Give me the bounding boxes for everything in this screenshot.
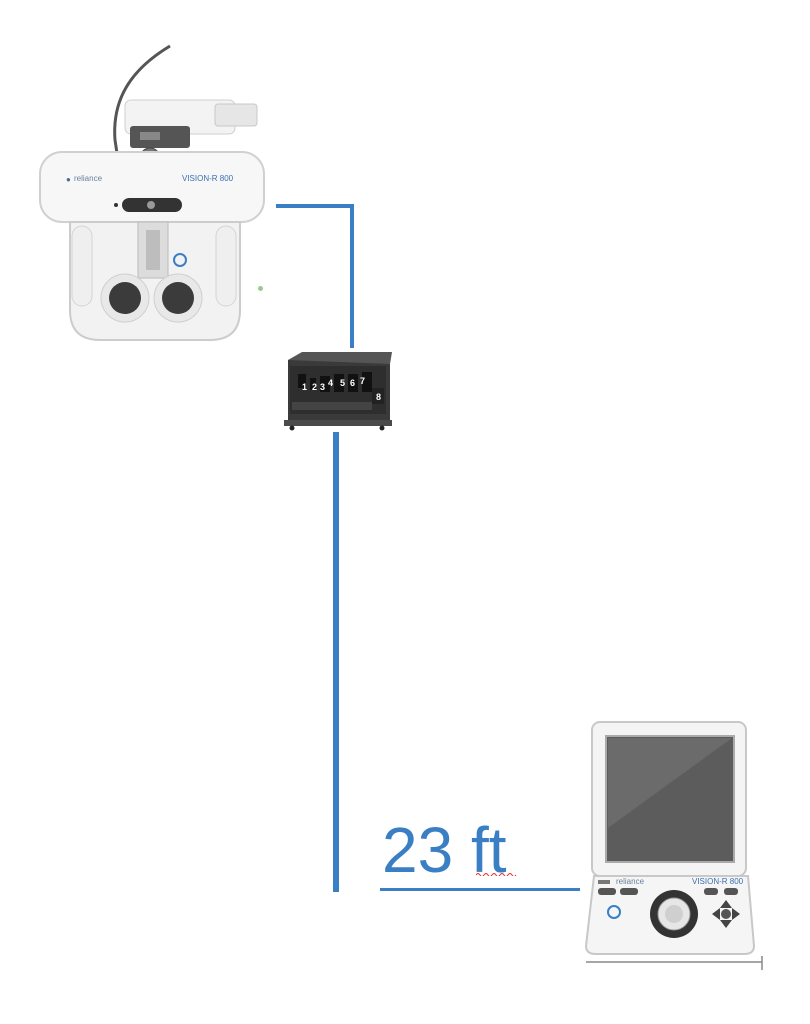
dot-marker bbox=[258, 286, 263, 291]
hub-port-label: 8 bbox=[376, 392, 381, 402]
spellcheck-underline bbox=[476, 873, 517, 876]
hub-port-label: 1 bbox=[302, 382, 307, 392]
svg-text:VISION-R 800: VISION-R 800 bbox=[182, 174, 234, 183]
svg-text:VISION-R 800: VISION-R 800 bbox=[692, 877, 744, 886]
wire-phoropter-horizontal bbox=[276, 204, 354, 208]
distance-line bbox=[380, 888, 580, 891]
hub-port-label: 7 bbox=[360, 376, 365, 386]
svg-text:●: ● bbox=[66, 175, 71, 184]
svg-text:reliance: reliance bbox=[616, 877, 645, 886]
distance-label: 23 ft bbox=[382, 814, 507, 886]
hub-port-label: 5 bbox=[340, 378, 345, 388]
hub-port-label: 3 bbox=[320, 382, 325, 392]
hub-port-label: 2 bbox=[312, 382, 317, 392]
svg-text:reliance: reliance bbox=[74, 174, 103, 183]
hub-port-label: 4 bbox=[328, 378, 333, 388]
wire-phoropter-vertical bbox=[350, 204, 354, 348]
phoropter-head-icon: ● reliance VISION-R 800 bbox=[39, 44, 265, 341]
tablet-controller-icon: reliance VISION-R 800 bbox=[584, 721, 763, 970]
wire-hub-to-controller bbox=[333, 432, 339, 892]
hub-port-label: 6 bbox=[350, 378, 355, 388]
